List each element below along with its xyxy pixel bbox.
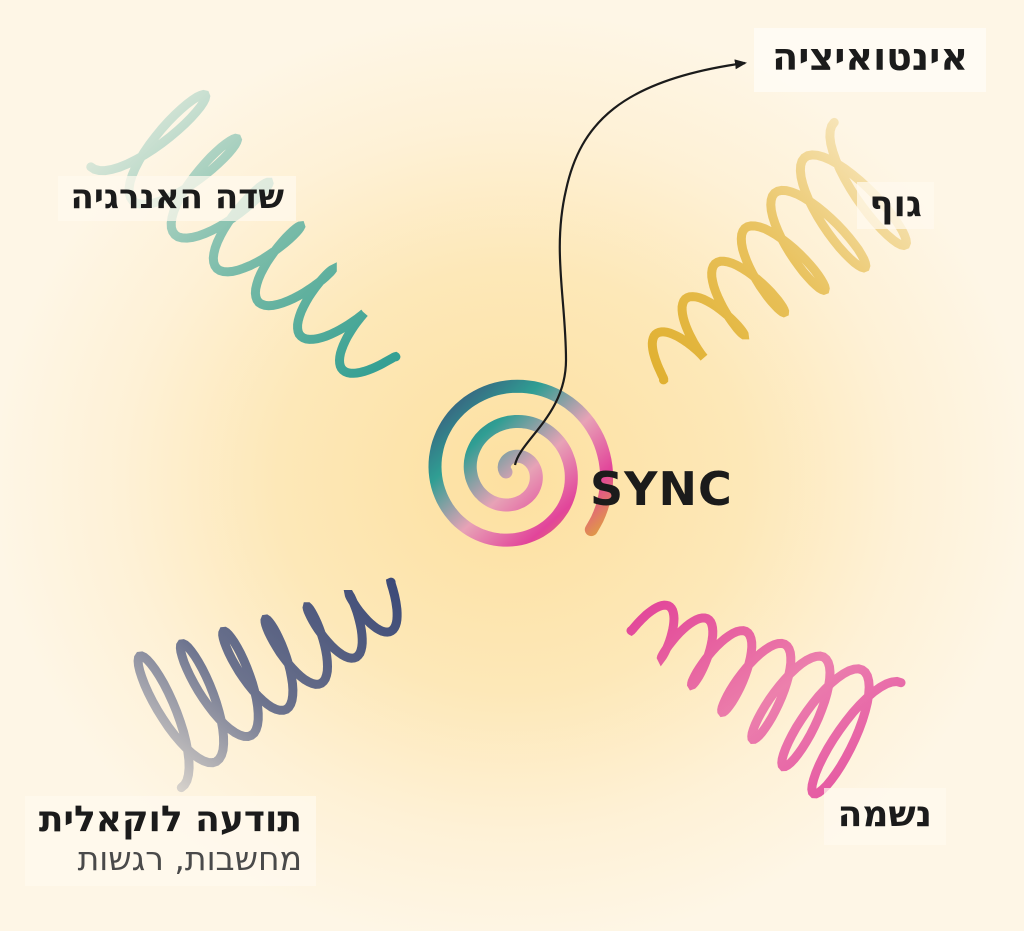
center-sync-spiral [428, 379, 614, 547]
sync-label: SYNC [590, 462, 733, 516]
local-consciousness-sublabel: מחשבות, רגשות [77, 838, 302, 878]
body-label: גוף [857, 182, 934, 230]
soul-coil [626, 600, 906, 799]
local-consciousness-coil [133, 577, 402, 793]
energy-field-label: שדה האנרגיה [58, 176, 296, 222]
intuition-arrow [513, 59, 747, 466]
local-consciousness-label: תודעה לוקאלית [38, 799, 302, 840]
local-consciousness-box: תודעה לוקאלית מחשבות, רגשות [24, 796, 316, 886]
energy-field-coil [86, 89, 401, 378]
intuition-label: אינטואיציה [754, 28, 986, 92]
soul-label: נשמה [823, 788, 946, 846]
body-coil [647, 117, 912, 385]
